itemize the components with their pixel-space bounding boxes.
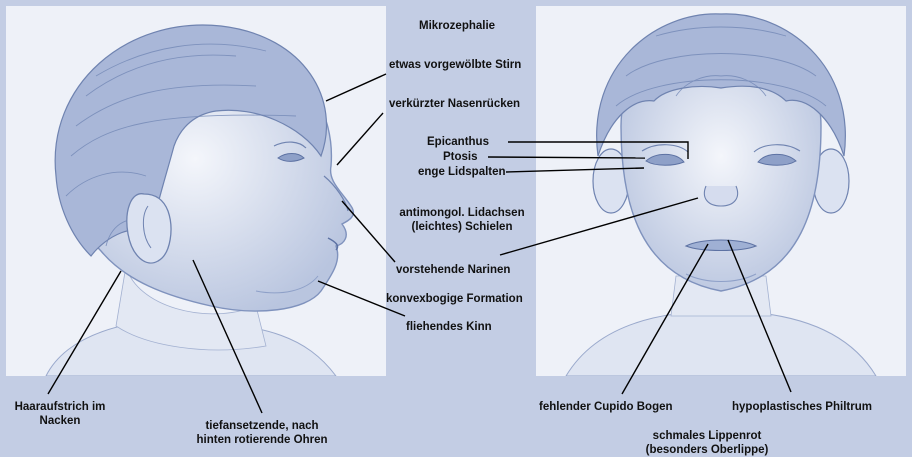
- label-ohren-line1: tiefansetzende, nach: [188, 419, 336, 433]
- label-nasenruecken: verkürzter Nasenrücken: [389, 97, 520, 111]
- label-mikrozephalie: Mikrozephalie: [419, 19, 495, 33]
- label-haaraufstrich-line2: Nacken: [4, 414, 116, 428]
- label-lidachsen-line1: antimongol. Lidachsen: [388, 206, 536, 220]
- frontal-sketch: [536, 6, 906, 376]
- label-philtrum: hypoplastisches Philtrum: [732, 400, 872, 414]
- label-lippenrot-line1: schmales Lippenrot: [632, 429, 782, 443]
- label-cupido: fehlender Cupido Bogen: [539, 400, 673, 414]
- label-konvexbogig: konvexbogige Formation: [386, 292, 523, 306]
- label-ohren-line2: hinten rotierende Ohren: [188, 433, 336, 447]
- label-lippenrot: schmales Lippenrot (besonders Oberlippe): [632, 429, 782, 457]
- label-haaraufstrich-line1: Haaraufstrich im: [4, 400, 116, 414]
- label-stirn: etwas vorgewölbte Stirn: [389, 58, 521, 72]
- label-lidachsen: antimongol. Lidachsen (leichtes) Schiele…: [388, 206, 536, 234]
- label-ohren: tiefansetzende, nach hinten rotierende O…: [188, 419, 336, 447]
- label-narinen: vorstehende Narinen: [396, 263, 510, 277]
- label-lidachsen-line2: (leichtes) Schielen: [388, 220, 536, 234]
- label-lippenrot-line2: (besonders Oberlippe): [632, 443, 782, 457]
- profile-illustration: [6, 6, 386, 376]
- label-lidspalten: enge Lidspalten: [418, 165, 506, 179]
- label-kinn: fliehendes Kinn: [406, 320, 492, 334]
- label-haaraufstrich: Haaraufstrich im Nacken: [4, 400, 116, 428]
- label-epicanthus: Epicanthus: [427, 135, 489, 149]
- label-ptosis: Ptosis: [443, 150, 478, 164]
- frontal-illustration: [536, 6, 906, 376]
- profile-sketch: [6, 6, 386, 376]
